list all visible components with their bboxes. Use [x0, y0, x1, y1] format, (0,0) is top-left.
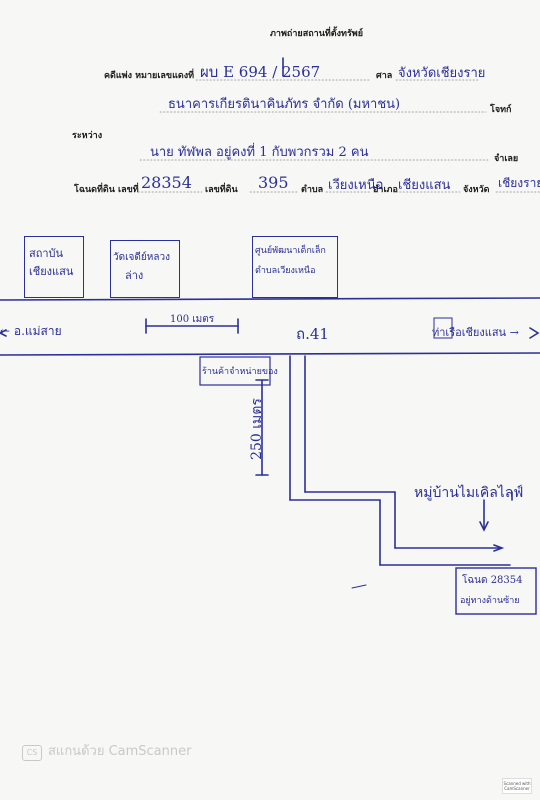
road-right-label: ท่าเรือเชียงแสน → [432, 326, 519, 339]
landmark-box-1: สถาบัน เชียงแสน [24, 236, 84, 298]
province-value: เชียงราย [498, 176, 540, 190]
village-label: หมู่บ้านไมเคิลไลฟ์ [414, 485, 524, 501]
defendant-label: จำเลย [494, 154, 519, 164]
camscanner-logo-icon: CS [22, 745, 42, 761]
landmark-3-line-1: ศูนย์พัฒนาเด็กเล็ก [255, 246, 326, 256]
district-value: เชียงแสน [398, 178, 451, 193]
defendant-name-value: นาย ทัฬพล อยู่คงที่ 1 กับพวกรวม 2 คน [150, 145, 369, 160]
shop-label: ร้านค้าจำหน่ายของ [202, 367, 278, 377]
watermark-text: สแกนด้วย CamScanner [48, 744, 192, 759]
road-name-label: ถ.41 [296, 325, 329, 343]
landmark-box-2: วัดเจดีย์หลวง ล่าง [110, 240, 180, 298]
distance-100m-label: 100 เมตร [170, 314, 215, 325]
landmark-2-line-1: วัดเจดีย์หลวง [113, 252, 170, 263]
case-number-value: ผบ E 694 / 2567 [200, 63, 321, 81]
province-label: จังหวัด [463, 185, 490, 195]
plaintiff-label: โจทก์ [490, 105, 512, 115]
between-label: ระหว่าง [72, 131, 103, 141]
district-label: อำเภอ [373, 185, 398, 195]
plot-line-1: โฉนด 28354 [462, 575, 523, 586]
distance-250m-label: 250 เมตร [248, 398, 265, 460]
court-label: ศาล [376, 71, 393, 81]
court-name-value: จังหวัดเชียงราย [398, 66, 486, 81]
landmark-box-3: ศูนย์พัฒนาเด็กเล็ก ตำบลเวียงเหนือ [252, 236, 338, 298]
land-number-value: 395 [258, 173, 289, 192]
form-title: ภาพถ่ายสถานที่ตั้งทรัพย์ [270, 29, 363, 39]
deed-number-label: โฉนดที่ดิน เลขที่ [74, 185, 139, 195]
deed-number-value: 28354 [141, 173, 192, 192]
case-number-label: คดีแพ่ง หมายเลขแดงที่ [104, 71, 195, 81]
landmark-2-line-2: ล่าง [125, 269, 144, 282]
road-left-label: ← อ.แม่สาย [0, 324, 62, 338]
landmark-1-line-1: สถาบัน [29, 247, 64, 260]
land-number-label: เลขที่ดิน [205, 185, 238, 195]
scanner-badge: Scanned with CamScanner [502, 778, 532, 794]
plot-line-2: อยู่ทางด้านซ้าย [460, 596, 520, 606]
landmark-3-line-2: ตำบลเวียงเหนือ [255, 266, 316, 276]
plaintiff-name-value: ธนาคารเกียรตินาคินภัทร จำกัด (มหาชน) [168, 97, 401, 112]
subdistrict-value: เวียงเหนือ [328, 178, 384, 193]
landmark-1-line-2: เชียงแสน [29, 265, 74, 278]
subdistrict-label: ตำบล [301, 185, 324, 195]
scanner-watermark: CS สแกนด้วย CamScanner [22, 740, 191, 761]
